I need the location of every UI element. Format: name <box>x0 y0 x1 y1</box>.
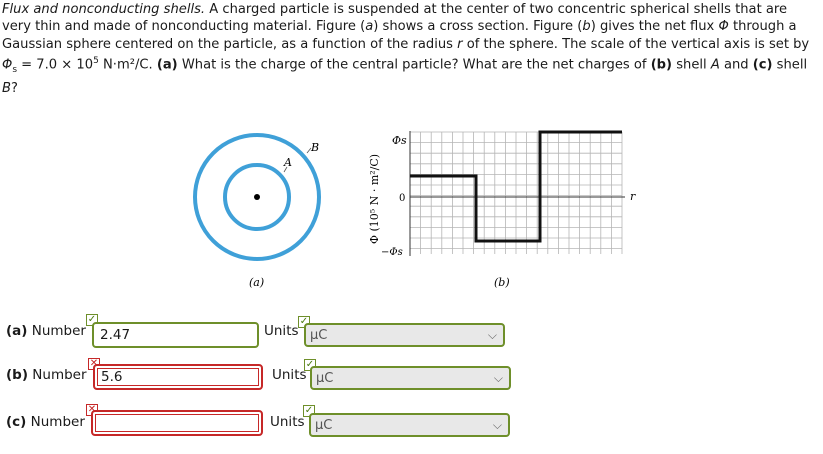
problem-title: Flux and nonconducting shells. <box>2 2 206 17</box>
answer-input-c[interactable] <box>91 410 263 436</box>
tick-label-zero: 0 <box>399 193 405 204</box>
answer-row-b: (b) Number ✕ 5.6 Units ✓ μC ⌵ <box>0 356 823 396</box>
units-label-a: Units <box>264 323 299 339</box>
units-label-c: Units <box>270 414 305 430</box>
figure-b-caption: (b) <box>494 276 510 289</box>
figure-svg: A B (a) Φs 0 −Φs r Φ (10⁵ N · m²/C) (b) <box>193 130 636 289</box>
figure-area: A B (a) Φs 0 −Φs r Φ (10⁵ N · m²/C) (b) <box>0 96 823 296</box>
answer-row-c: (c) Number ✕ Units ✓ μC ⌵ <box>0 403 823 443</box>
number-label-a: (a) Number <box>6 323 86 339</box>
chevron-down-icon: ⌵ <box>492 418 502 432</box>
y-axis-label: Φ (10⁵ N · m²/C) <box>368 154 381 244</box>
answer-input-a[interactable]: 2.47 <box>92 322 259 348</box>
central-particle <box>254 194 260 200</box>
flux-curve <box>410 130 622 243</box>
chevron-down-icon: ⌵ <box>487 328 497 342</box>
tick-label-top: Φs <box>392 134 407 147</box>
units-label-b: Units <box>272 367 307 383</box>
figure-a-caption: (a) <box>249 276 264 289</box>
shell-b-label: B <box>310 141 319 154</box>
answer-row-a: (a) Number ✓ 2.47 Units ✓ μC ⌵ <box>0 312 823 352</box>
units-select-b[interactable]: μC ⌵ <box>310 366 511 390</box>
shell-b-circle <box>193 133 321 261</box>
figure-b-graph: Φs 0 −Φs r Φ (10⁵ N · m²/C) (b) <box>368 130 636 289</box>
shell-a-circle <box>223 163 291 231</box>
tick-label-bottom: −Φs <box>381 247 403 258</box>
graph-grid <box>409 131 623 254</box>
units-select-a[interactable]: μC ⌵ <box>304 323 505 347</box>
shell-a-label: A <box>283 156 292 169</box>
number-label-b: (b) Number <box>6 367 87 383</box>
answer-input-b[interactable]: 5.6 <box>93 364 263 390</box>
x-axis-label: r <box>630 190 636 203</box>
units-select-c[interactable]: μC ⌵ <box>309 413 510 437</box>
figure-a-shells: A B (a) <box>193 133 321 289</box>
chevron-down-icon: ⌵ <box>493 371 503 385</box>
problem-statement: Flux and nonconducting shells. A charged… <box>2 2 810 96</box>
number-label-c: (c) Number <box>6 414 85 430</box>
